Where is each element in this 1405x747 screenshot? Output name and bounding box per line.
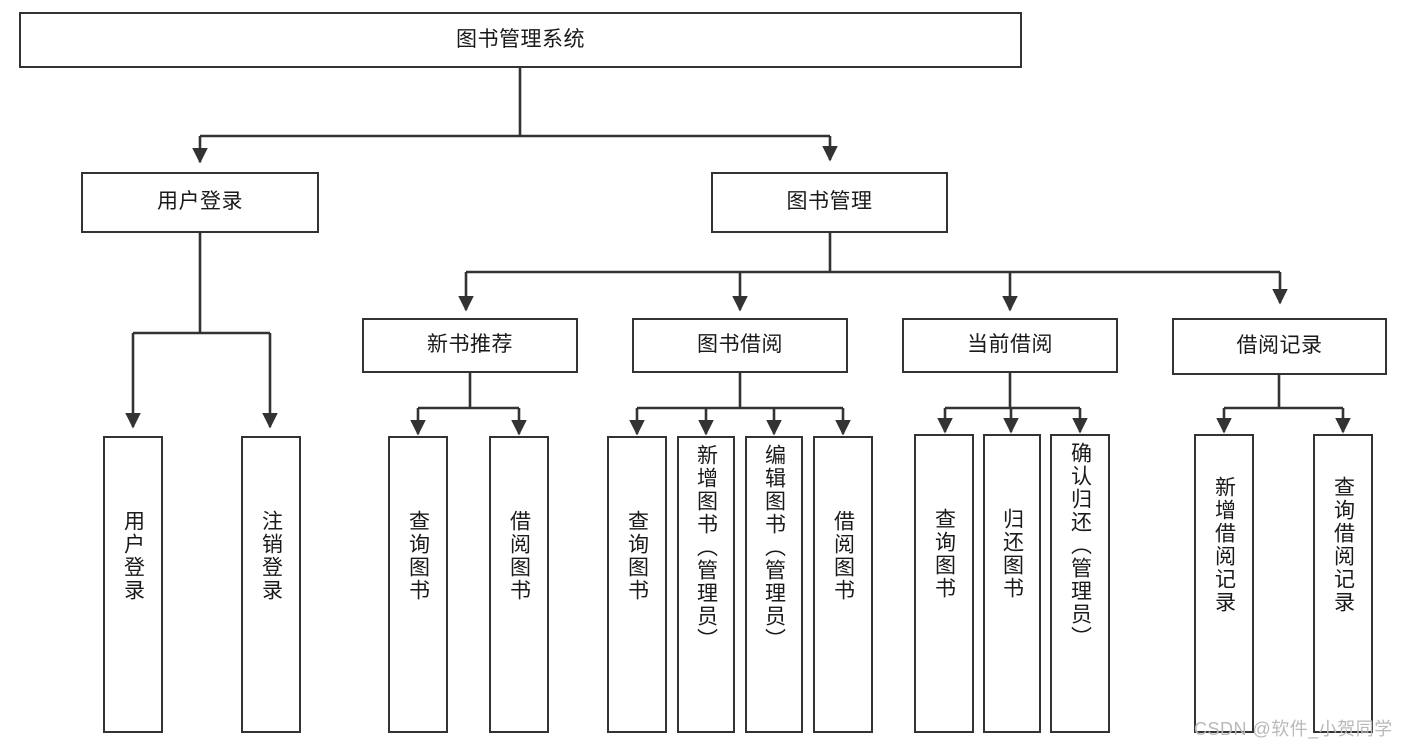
leaf-add-borrow-record-label: 新增借阅记录	[1212, 476, 1236, 614]
leaf-confirm-return-admin[interactable]: 确认归还（管理员）	[1050, 434, 1110, 733]
leaf-query-book-borrow[interactable]: 查询图书	[607, 436, 667, 733]
leaf-add-book-admin-label: 新增图书（管理员）	[694, 444, 718, 651]
node-user-login[interactable]: 用户登录	[81, 172, 319, 233]
node-root-label: 图书管理系统	[456, 27, 585, 51]
node-book-borrow-label: 图书借阅	[697, 333, 783, 357]
leaf-user-login[interactable]: 用户登录	[103, 436, 163, 733]
leaf-add-book-admin[interactable]: 新增图书（管理员）	[677, 436, 735, 733]
node-current-borrow[interactable]: 当前借阅	[902, 318, 1118, 373]
csdn-watermark: CSDN @软件_小贺同学	[1194, 719, 1393, 739]
leaf-return-book-label: 归还图书	[1000, 508, 1024, 600]
leaf-query-borrow-record[interactable]: 查询借阅记录	[1313, 434, 1373, 733]
leaf-logout[interactable]: 注销登录	[241, 436, 301, 733]
leaf-query-book-current-label: 查询图书	[932, 508, 956, 600]
leaf-borrow-book[interactable]: 借阅图书	[813, 436, 873, 733]
node-user-login-label: 用户登录	[157, 190, 243, 214]
node-new-book-recommend-label: 新书推荐	[427, 333, 513, 357]
node-book-management[interactable]: 图书管理	[711, 172, 948, 233]
node-current-borrow-label: 当前借阅	[967, 333, 1053, 357]
leaf-query-book-recommend[interactable]: 查询图书	[388, 436, 448, 733]
leaf-edit-book-admin[interactable]: 编辑图书（管理员）	[745, 436, 803, 733]
leaf-confirm-return-admin-label: 确认归还（管理员）	[1068, 442, 1092, 649]
node-borrow-record-label: 借阅记录	[1236, 334, 1323, 358]
leaf-borrow-book-recommend-label: 借阅图书	[507, 510, 531, 602]
leaf-query-book-borrow-label: 查询图书	[625, 510, 649, 602]
leaf-logout-label: 注销登录	[259, 510, 283, 602]
node-book-borrow[interactable]: 图书借阅	[632, 318, 848, 373]
leaf-add-borrow-record[interactable]: 新增借阅记录	[1194, 434, 1254, 733]
node-borrow-record[interactable]: 借阅记录	[1172, 318, 1387, 375]
leaf-user-login-label: 用户登录	[121, 510, 145, 602]
leaf-return-book[interactable]: 归还图书	[983, 434, 1041, 733]
leaf-borrow-book-label: 借阅图书	[831, 510, 855, 602]
leaf-query-book-recommend-label: 查询图书	[406, 510, 430, 602]
node-root[interactable]: 图书管理系统	[19, 12, 1022, 68]
leaf-edit-book-admin-label: 编辑图书（管理员）	[762, 444, 786, 651]
leaf-borrow-book-recommend[interactable]: 借阅图书	[489, 436, 549, 733]
leaf-query-borrow-record-label: 查询借阅记录	[1331, 476, 1355, 614]
leaf-query-book-current[interactable]: 查询图书	[914, 434, 974, 733]
node-new-book-recommend[interactable]: 新书推荐	[362, 318, 578, 373]
node-book-management-label: 图书管理	[786, 190, 873, 214]
